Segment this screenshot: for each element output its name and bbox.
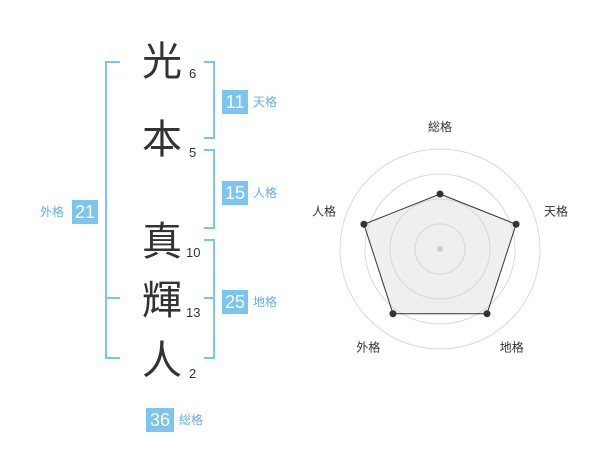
soukaku-value: 36 bbox=[146, 408, 174, 432]
radar-point-2 bbox=[512, 220, 520, 228]
name-char-4: 輝 bbox=[142, 278, 182, 324]
stroke-count-1: 6 bbox=[189, 66, 197, 81]
radar-ring-2 bbox=[389, 198, 491, 300]
radar-ring-1 bbox=[414, 223, 466, 275]
radar-points bbox=[360, 190, 520, 318]
gaikaku-label: 外格 bbox=[40, 205, 65, 219]
tenkaku-bracket bbox=[204, 61, 215, 139]
gaikaku-bracket bbox=[105, 61, 120, 359]
radar-center-dot bbox=[437, 246, 443, 252]
radar-ring-4 bbox=[339, 148, 541, 350]
radar-axis-label-3: 地格 bbox=[500, 340, 524, 355]
gaikaku-value: 21 bbox=[72, 200, 98, 224]
soukaku-label: 総格 bbox=[179, 413, 204, 427]
radar-point-3 bbox=[483, 310, 491, 318]
name-char-5: 人 bbox=[142, 338, 182, 384]
chikaku-label: 地格 bbox=[253, 295, 278, 309]
radar-point-1 bbox=[436, 190, 444, 198]
stroke-count-4: 13 bbox=[186, 305, 201, 320]
stroke-count-3: 10 bbox=[186, 245, 201, 260]
name-char-1: 光 bbox=[142, 39, 182, 85]
jinkaku-label: 人格 bbox=[253, 186, 278, 200]
chikaku-value: 25 bbox=[222, 290, 248, 314]
stroke-count-5: 2 bbox=[189, 366, 197, 381]
stroke-count-2: 5 bbox=[189, 145, 197, 160]
tenkaku-value: 11 bbox=[222, 90, 248, 114]
fortune-brackets bbox=[105, 61, 215, 359]
radar-axis-label-4: 外格 bbox=[356, 340, 380, 355]
radar-point-4 bbox=[389, 310, 397, 318]
radar-area bbox=[363, 193, 517, 315]
jinkaku-bracket bbox=[204, 149, 215, 229]
name-char-3: 真 bbox=[142, 219, 182, 265]
radar-axis-label-5: 人格 bbox=[312, 203, 336, 218]
radar-axis-label-2: 天格 bbox=[544, 203, 568, 218]
tenkaku-label: 天格 bbox=[253, 95, 278, 109]
radar-ring-3 bbox=[364, 173, 516, 325]
radar-axis-label-1: 総格 bbox=[428, 119, 452, 134]
jinkaku-value: 15 bbox=[222, 181, 248, 205]
name-char-2: 本 bbox=[142, 117, 182, 163]
radar-rings bbox=[339, 148, 541, 350]
radar-point-5 bbox=[360, 220, 368, 228]
